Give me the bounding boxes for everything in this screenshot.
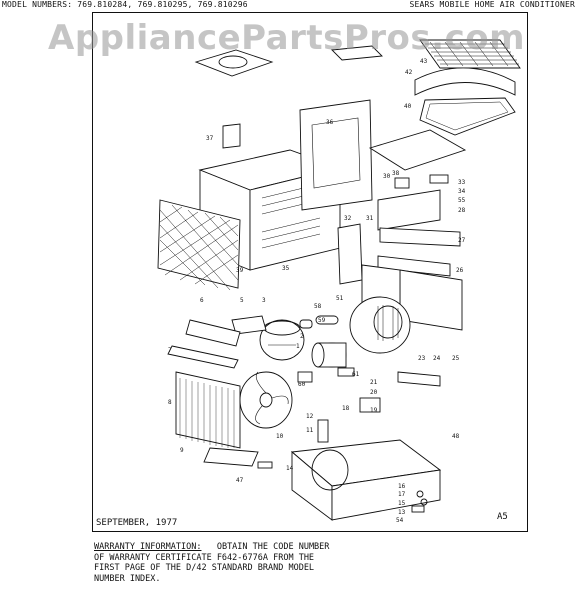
part-base-bracket <box>185 319 241 347</box>
part-control-panel <box>368 129 467 189</box>
label-35: 35 <box>282 265 290 272</box>
label-9: 9 <box>180 447 184 454</box>
part-clip-47 <box>257 461 273 469</box>
label-6: 6 <box>200 297 204 304</box>
label-27: 27 <box>458 237 466 244</box>
part-capacitor-59 <box>315 315 339 325</box>
label-61: 61 <box>352 371 360 378</box>
label-12: 12 <box>306 413 314 420</box>
part-mount-plate <box>231 315 267 335</box>
part-bracket-37 <box>222 123 241 149</box>
label-54: 54 <box>396 517 404 524</box>
part-number-labels: 42 43 40 37 39 35 33 34 55 28 30 32 31 2… <box>168 58 466 524</box>
warranty-line-2: OF WARRANTY CERTIFICATE F642-6776A FROM … <box>94 552 315 563</box>
diagram-date: SEPTEMBER, 1977 <box>96 518 178 528</box>
part-top-plate <box>331 45 383 61</box>
part-base-plate-9 <box>203 447 259 467</box>
part-panel-32 <box>337 223 363 285</box>
label-17: 17 <box>398 491 406 498</box>
label-10: 10 <box>276 433 284 440</box>
warranty-note: WARRANTY INFORMATION: OBTAIN THE CODE NU… <box>94 542 329 584</box>
label-3: 3 <box>262 297 266 304</box>
label-8: 8 <box>168 399 172 406</box>
label-36: 36 <box>326 119 334 126</box>
part-bracket-28 <box>377 189 441 231</box>
label-13: 13 <box>398 509 406 516</box>
label-25: 25 <box>452 355 460 362</box>
part-condenser-fan <box>239 371 293 429</box>
label-55: 55 <box>458 197 466 204</box>
part-curved-cover <box>414 67 516 96</box>
label-58: 58 <box>314 303 322 310</box>
label-48: 48 <box>452 433 460 440</box>
label-28: 28 <box>458 207 466 214</box>
label-20: 20 <box>370 389 378 396</box>
part-switch-21 <box>337 367 355 377</box>
label-18: 18 <box>342 405 350 412</box>
label-37: 37 <box>206 135 214 142</box>
part-base-tray-top <box>419 97 516 136</box>
label-60: 60 <box>298 381 306 388</box>
part-compressor <box>259 319 305 361</box>
part-rail-26 <box>377 255 451 277</box>
part-rail-27 <box>379 227 461 247</box>
label-15: 15 <box>398 500 406 507</box>
part-top-grille <box>419 39 521 69</box>
label-23: 23 <box>418 355 426 362</box>
label-16: 16 <box>398 483 406 490</box>
part-rail-7 <box>167 345 239 369</box>
part-condenser-coil <box>175 371 241 449</box>
label-32: 32 <box>344 215 352 222</box>
warranty-line-1: OBTAIN THE CODE NUMBER <box>216 542 330 552</box>
label-51: 51 <box>336 295 344 302</box>
warranty-label: WARRANTY INFORMATION: <box>94 542 202 552</box>
part-strip-38 <box>397 371 441 387</box>
part-plate-19 <box>359 397 381 413</box>
parts-diagram-frame <box>92 12 528 532</box>
page-code: A5 <box>497 512 508 522</box>
label-43: 43 <box>420 58 428 65</box>
part-front-grille <box>157 199 241 291</box>
label-11: 11 <box>306 427 314 434</box>
label-26: 26 <box>456 267 464 274</box>
part-roof-adapter <box>194 49 274 77</box>
label-7: 7 <box>168 347 172 354</box>
part-blower-wheel <box>349 296 411 354</box>
warranty-line-3: FIRST PAGE OF THE D/42 STANDARD BRAND MO… <box>94 563 315 573</box>
part-fan-motor <box>311 342 347 368</box>
label-47: 47 <box>236 477 244 484</box>
part-base-pan <box>290 439 442 521</box>
label-38: 38 <box>392 170 400 177</box>
warranty-line-4: NUMBER INDEX. <box>94 573 161 584</box>
label-24: 24 <box>433 355 441 362</box>
label-30: 30 <box>383 173 391 180</box>
label-42: 42 <box>405 69 413 76</box>
header-product-title: SEARS MOBILE HOME AIR CONDITIONER <box>409 0 575 9</box>
part-bulkhead <box>299 99 373 211</box>
label-2: 2 <box>300 333 304 340</box>
label-39: 39 <box>236 267 244 274</box>
label-33: 33 <box>458 179 466 186</box>
label-19: 19 <box>370 407 378 414</box>
header-model-numbers: MODEL NUMBERS: 769.810284, 769.810295, 7… <box>2 0 248 9</box>
label-1: 1 <box>296 343 300 350</box>
label-5: 5 <box>240 297 244 304</box>
label-59: 59 <box>318 317 326 324</box>
label-14: 14 <box>286 465 294 472</box>
part-small-hardware <box>411 490 428 513</box>
label-21: 21 <box>370 379 378 386</box>
part-tube-12 <box>317 419 329 443</box>
label-34: 34 <box>458 188 466 195</box>
part-capacitor-58 <box>299 319 313 329</box>
label-31: 31 <box>366 215 374 222</box>
part-relay-60 <box>297 371 313 383</box>
label-40: 40 <box>404 103 412 110</box>
